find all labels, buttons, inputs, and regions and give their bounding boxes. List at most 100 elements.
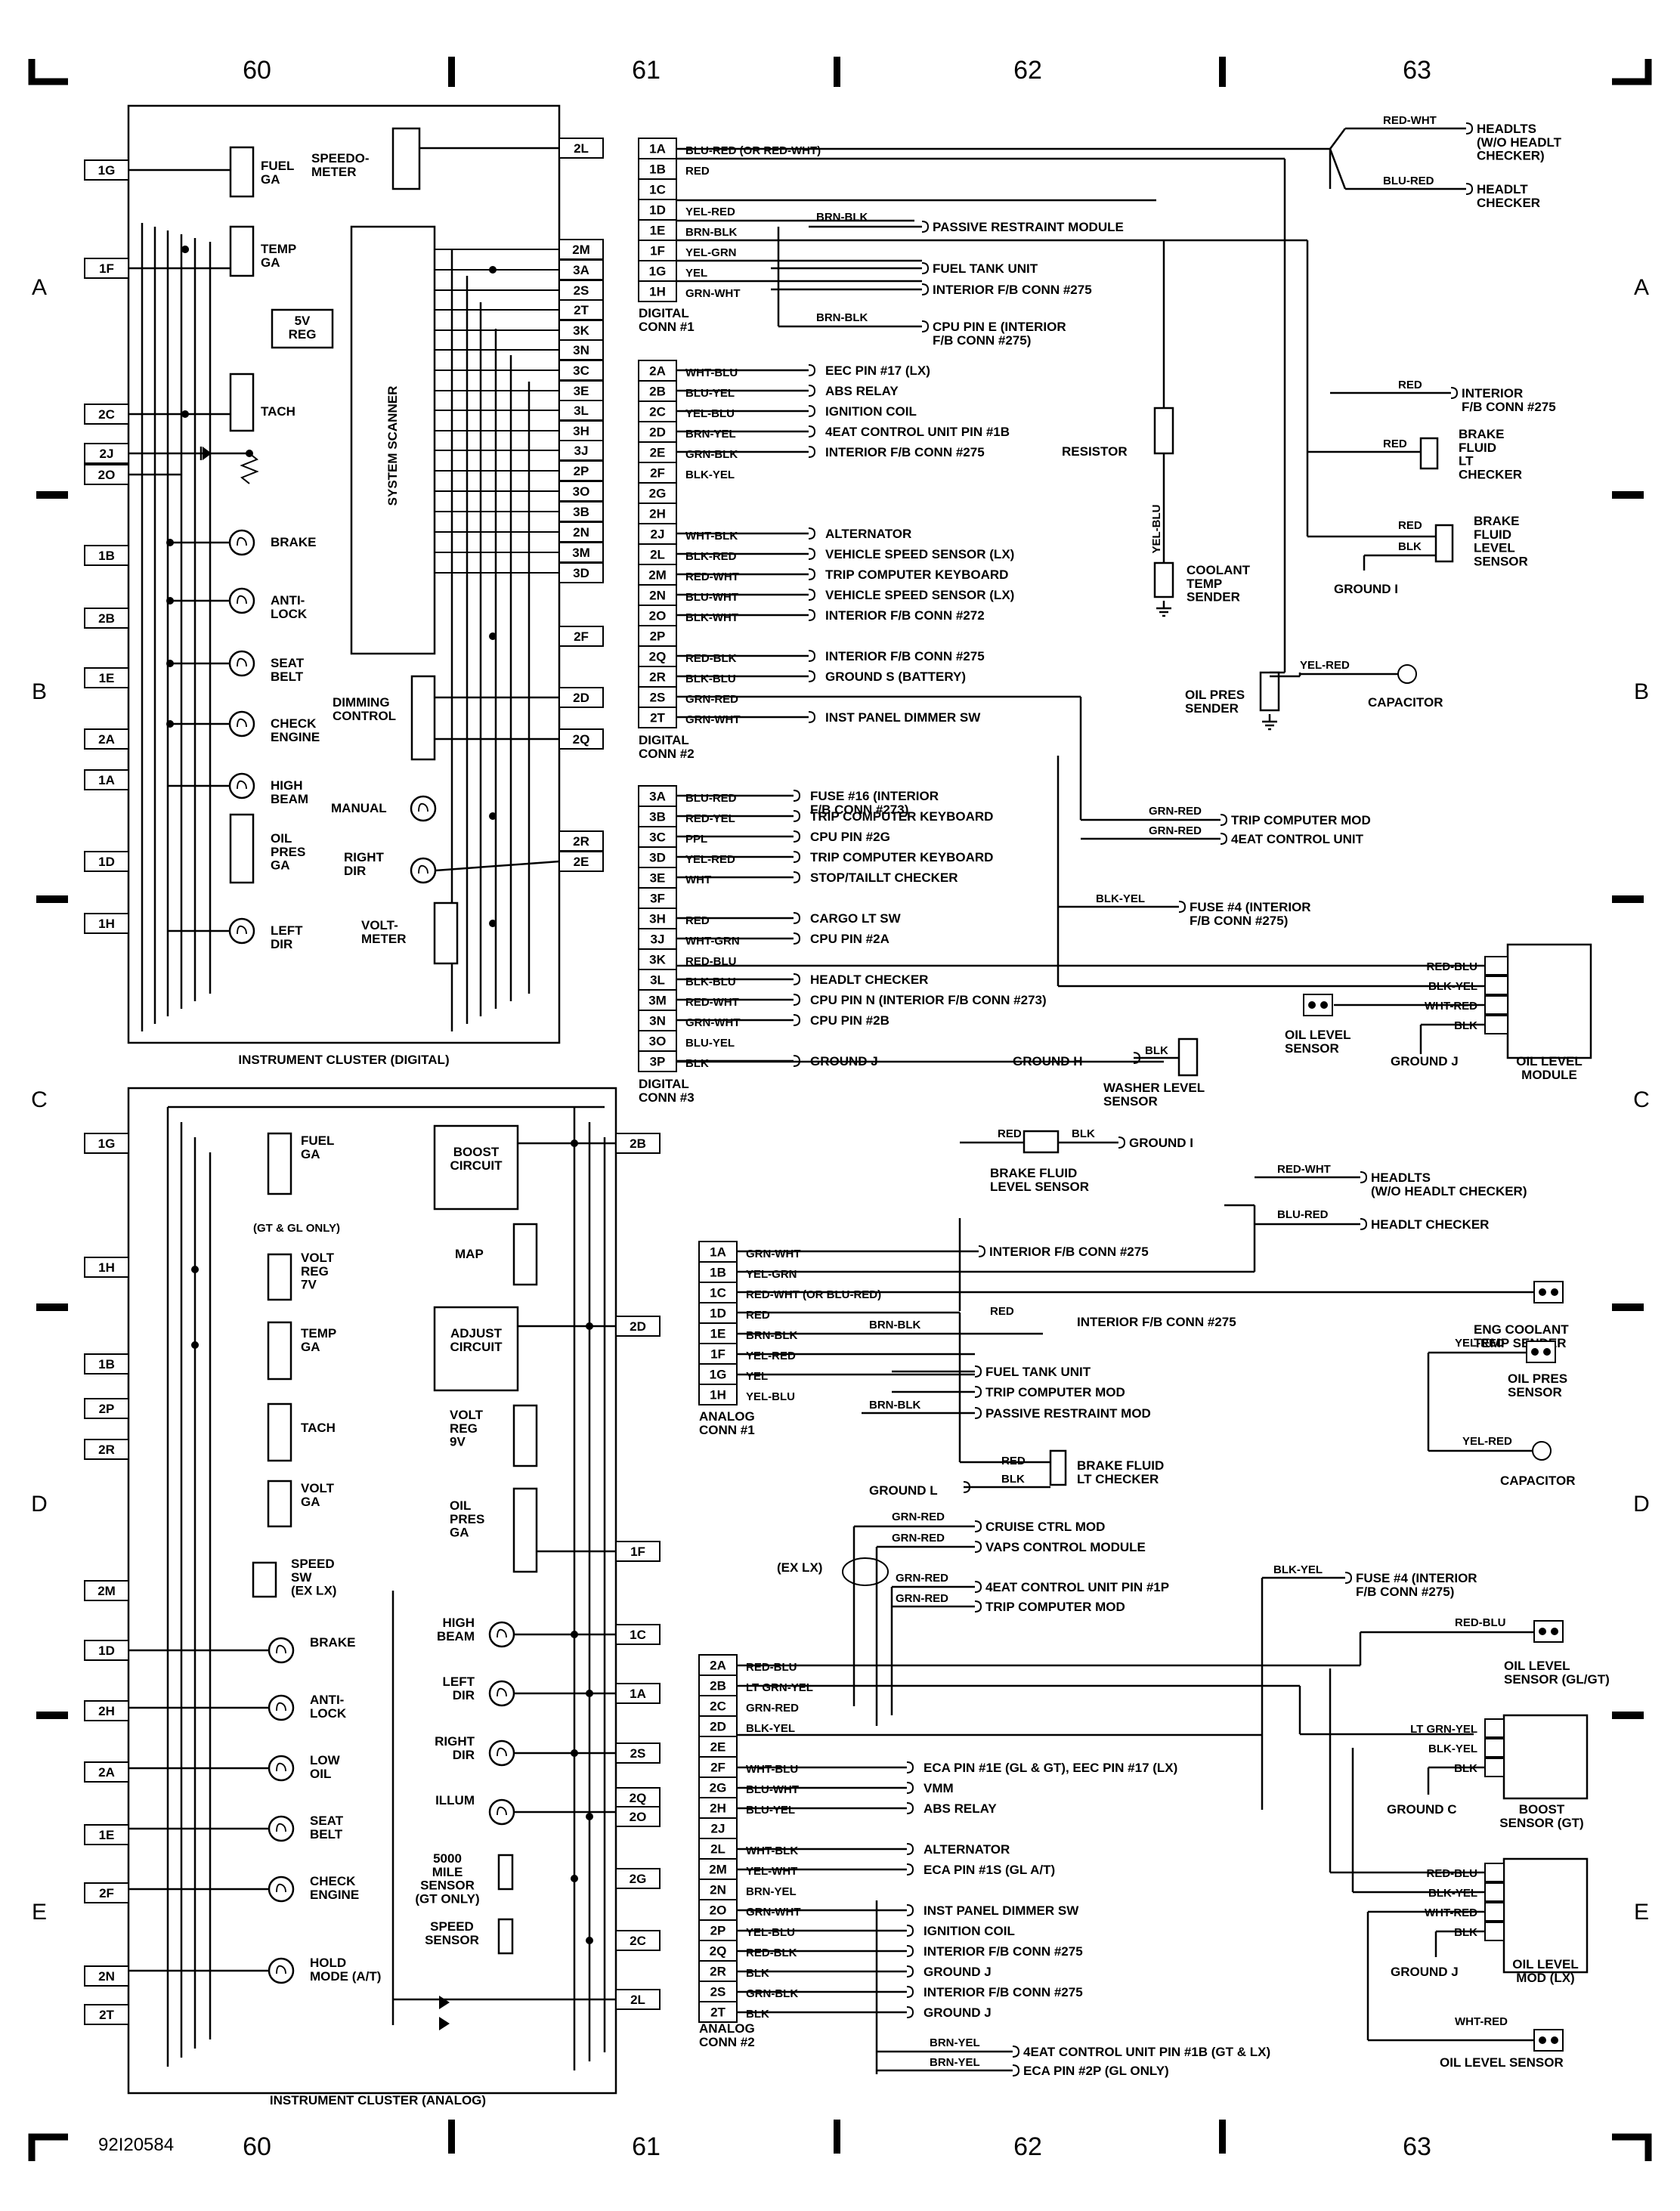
wire-color: BLK (1454, 1762, 1477, 1775)
digital-cluster-right-pin (558, 562, 604, 583)
digital-cluster-left-pin-label: 2B (98, 611, 115, 626)
digital-cluster-right-pin-label: 2E (574, 855, 589, 869)
analog-conn-2-destination: ALTERNATOR (924, 1842, 1010, 1857)
wire-color: BLK (1398, 540, 1422, 553)
digital-conn-3-pin-label: 3C (649, 830, 666, 845)
digital-conn-2-pin (638, 502, 677, 524)
analog-cluster-right-pin-label: 2Q (630, 1791, 647, 1805)
analog-cluster-right-pin-label: 2C (630, 1934, 646, 1948)
digital-conn-1-wire-color: YEL-RED (685, 206, 735, 218)
digital-cluster-left-pin-label: 1G (98, 163, 116, 178)
wire-terminal-icon (974, 1600, 982, 1613)
digital-conn-3-destination: CPU PIN #2B (810, 1013, 890, 1028)
analog-conn-2-pin-label: 2R (710, 1965, 726, 1979)
oil-level-module-pin (1484, 976, 1508, 995)
digital-conn-3-destination: TRIP COMPUTER KEYBOARD (810, 850, 993, 864)
digital-conn-3-wire-color: YEL-RED (685, 853, 735, 866)
analog-cluster-left-pin (84, 1882, 129, 1903)
fuel-gauge-box (229, 146, 255, 198)
analog-trip-computer-mod-label: TRIP COMPUTER MOD (985, 1385, 1125, 1399)
analog-conn-1-pin-label: 1A (710, 1245, 726, 1260)
corner-mark (28, 2133, 68, 2161)
analog-oil-level-sensor-label: OIL LEVEL SENSOR (1440, 2055, 1564, 2070)
analog-conn-2-pin-label: 2C (710, 1699, 726, 1714)
digital-cluster-left-pin (84, 608, 129, 629)
digital-cluster-right-pin-label: 3E (574, 384, 589, 398)
wire-color: RED (1398, 379, 1422, 391)
grid-row-right: E (1634, 1900, 1649, 1925)
digital-cluster-left-pin-label: 1F (99, 261, 114, 276)
analog-cluster-left-pin (84, 1700, 129, 1721)
digital-conn-2-wire-color: BLU-WHT (685, 591, 738, 604)
wire-terminal-icon (808, 711, 816, 723)
grid-column-bottom: 60 (243, 2132, 271, 2161)
analog-conn-2-pin-label: 2M (709, 1863, 727, 1877)
grid-column-top: 62 (1013, 56, 1042, 85)
speed-switch-box (252, 1561, 277, 1598)
digital-conn-2-destination: TRIP COMPUTER KEYBOARD (825, 567, 1008, 582)
digital-cluster-right-pin (558, 542, 604, 563)
digital-conn-1-pin-label: 1C (649, 183, 666, 197)
digital-cluster-right-pin-label: 2N (573, 525, 589, 540)
wire-terminal-icon (906, 1904, 914, 1916)
5000-mile-sensor-box (497, 1854, 514, 1891)
analog-conn-2-pin-label: 2H (710, 1801, 726, 1816)
analog-conn-2-wire-color: BLK (746, 2008, 769, 2021)
wire-terminal-icon (1012, 2064, 1020, 2076)
wire-terminal-icon (793, 871, 801, 883)
analog-conn-1-pin (698, 1384, 738, 1405)
analog-conn-2-pin (698, 1879, 738, 1900)
digital-conn-2-destination: 4EAT CONTROL UNIT PIN #1B (825, 425, 1010, 439)
analog-conn-1-wire-color: YEL-RED (746, 1350, 796, 1362)
splice-dot (571, 1631, 578, 1638)
digital-conn-3-pin (638, 1050, 677, 1072)
boost-sensor-pin (1484, 1718, 1505, 1738)
digital-left-bulb-icon (228, 917, 255, 945)
wire-terminal-icon (1012, 2046, 1020, 2058)
temp-gauge-box (229, 225, 255, 277)
digital-conn-2-destination: INST PANEL DIMMER SW (825, 710, 981, 725)
tach-box (229, 373, 255, 432)
digital-conn-2-destination: GROUND S (BATTERY) (825, 669, 966, 684)
wire-terminal-icon (793, 810, 801, 822)
analog-cluster-left-pin (84, 1824, 129, 1845)
wire-terminal-icon (793, 1014, 801, 1026)
wire-terminal-icon (1220, 814, 1228, 826)
digital-conn-2-destination: INTERIOR F/B CONN #272 (825, 608, 985, 623)
grid-tick-right (1612, 491, 1644, 499)
analog-conn-1-wire-color: RED (746, 1309, 770, 1322)
analog-leftdir-bulb-icon (488, 1680, 515, 1707)
analog-brake-fluid-lt-checker-box (1049, 1449, 1067, 1486)
digital-cluster-right-pin-label: 3K (573, 323, 589, 338)
digital-conn-3-pin (638, 867, 677, 889)
analog-oil-pres-gauge-box (512, 1487, 538, 1573)
digital-conn-2-pin-label: 2N (649, 589, 666, 603)
grid-tick-top (834, 57, 840, 87)
bulb-filament-icon (276, 1965, 286, 1974)
wire-terminal-icon (793, 912, 801, 924)
analog-antilock-label: ANTI-LOCK (310, 1693, 347, 1721)
vaps-control-module-label: VAPS CONTROL MODULE (985, 1540, 1146, 1554)
digital-conn-2-pin-label: 2G (649, 487, 667, 501)
bulb-filament-icon (276, 1702, 286, 1712)
analog-cluster-left-pin (84, 1640, 129, 1661)
grid-column-bottom: 63 (1403, 2132, 1431, 2161)
digital-check-bulb-icon (228, 710, 255, 738)
wire-color: BLU-RED (1277, 1208, 1329, 1221)
plug-pin (1551, 1288, 1558, 1296)
digital-conn-2-pin-label: 2C (649, 405, 666, 419)
digital-cluster-left-pin (84, 159, 129, 181)
digital-conn-2-pin (638, 645, 677, 667)
digital-conn-3-pin-label: 3F (650, 892, 665, 906)
splice-dot (489, 266, 497, 274)
plug-pin (1543, 1348, 1551, 1356)
analog-oil-pres-sensor-plug-icon (1526, 1341, 1556, 1363)
wire-terminal-icon (974, 1386, 982, 1398)
4eat-1b-label: 4EAT CONTROL UNIT PIN #1B (GT & LX) (1023, 2045, 1270, 2059)
